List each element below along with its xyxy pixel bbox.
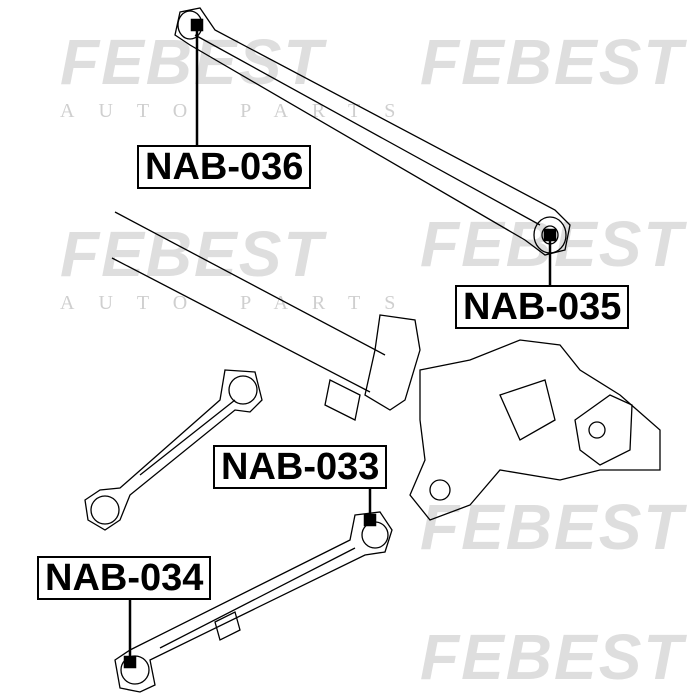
- watermark-brand: FEBEST: [420, 26, 685, 98]
- watermark-brand: FEBEST: [60, 26, 325, 98]
- part-label-nab-033: NAB-033: [213, 445, 388, 489]
- watermark-brand: FEBEST: [420, 491, 685, 563]
- watermark-brand: FEBEST: [60, 218, 325, 290]
- upper-rear-arm: [174, 7, 571, 256]
- watermark-tagline: AUTO PARTS: [60, 100, 420, 122]
- leader-lines: [123, 18, 557, 669]
- watermark-brand: FEBEST: [420, 621, 685, 693]
- part-label-nab-035: NAB-035: [455, 285, 630, 329]
- watermark-tagline: AUTO PARTS: [60, 292, 420, 314]
- lower-arm-left: [84, 369, 263, 531]
- part-label-nab-036: NAB-036: [137, 145, 312, 189]
- part-label-nab-034: NAB-034: [37, 556, 212, 600]
- lower-arm-right: [114, 511, 393, 693]
- axle-beam: [111, 211, 661, 521]
